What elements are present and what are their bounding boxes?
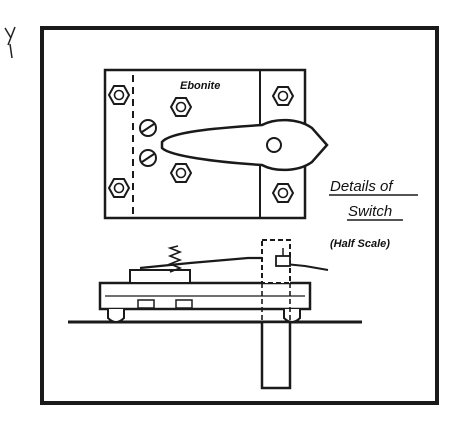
switch-shaft [260, 320, 292, 390]
top-plate [129, 269, 191, 284]
top-view: Ebonite [103, 68, 329, 220]
material-label: Ebonite [180, 80, 220, 92]
screw-head [137, 299, 155, 309]
lever-pivot [266, 137, 282, 153]
switch-lever [160, 118, 329, 172]
caption-line-2: Switch [348, 203, 392, 220]
margin-mark [4, 26, 16, 59]
screw-head [175, 299, 193, 309]
hex-nut [271, 86, 295, 106]
coil-spring [167, 245, 183, 273]
caption: Details of Switch (Half Scale) [329, 178, 418, 250]
side-lever-tip [284, 263, 329, 271]
side-lever [139, 256, 262, 270]
mounting-foot [107, 309, 125, 323]
hex-nut [271, 183, 295, 203]
scale-note: (Half Scale) [330, 238, 390, 250]
slotted-screw [139, 119, 157, 137]
mounting-foot [283, 309, 301, 323]
hex-nut [169, 97, 193, 117]
drawing-frame [40, 26, 439, 405]
slotted-screw [139, 149, 157, 167]
hex-nut [107, 85, 131, 105]
hex-nut [107, 178, 131, 198]
caption-line-1: Details of [330, 178, 394, 195]
side-view [68, 239, 362, 390]
hex-nut [169, 163, 193, 183]
terminal-nut [275, 255, 291, 267]
